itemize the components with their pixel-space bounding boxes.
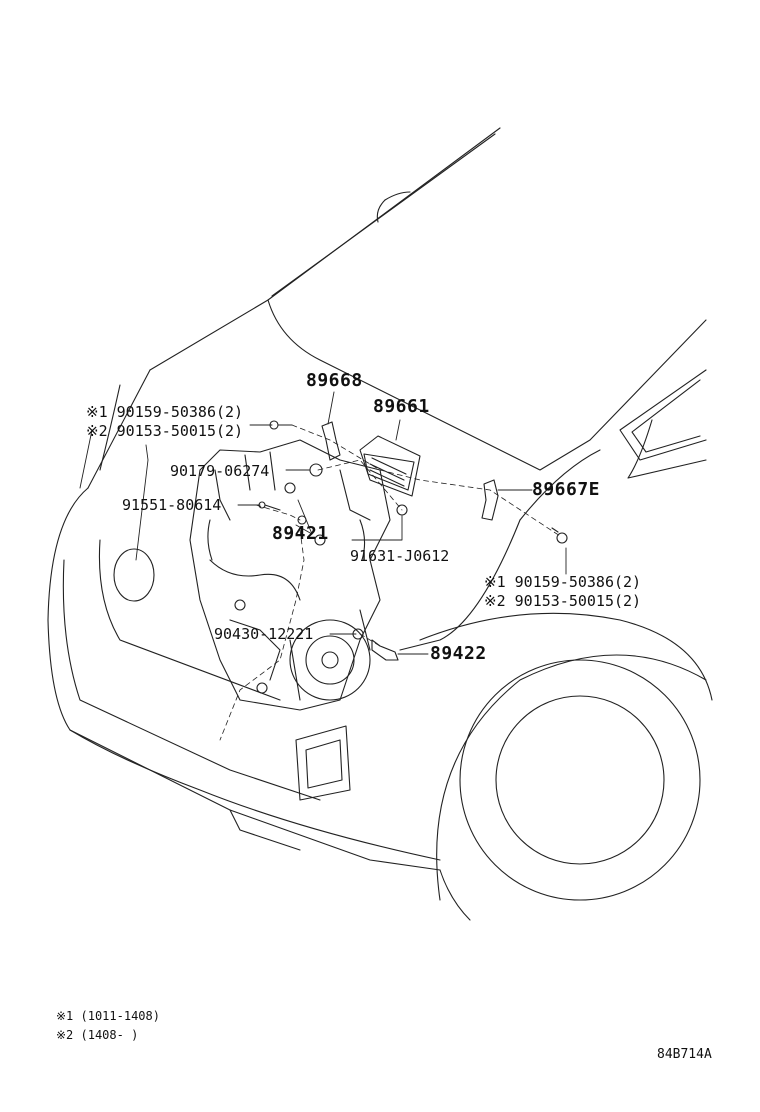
hood-outline bbox=[87, 127, 707, 489]
bracket-89668 bbox=[321, 421, 341, 461]
front-bumper bbox=[47, 487, 471, 921]
label-top-left-variant-2: ※2 90153-50015(2) bbox=[86, 422, 244, 440]
label-right-variant-2: ※2 90153-50015(2) bbox=[484, 592, 642, 610]
fender-wheel bbox=[399, 449, 713, 901]
label-top-left-variant-1: ※1 90159-50386(2) bbox=[86, 403, 244, 421]
label-90430-12221: 90430-12221 bbox=[214, 625, 314, 643]
bracket-89667E bbox=[481, 479, 499, 521]
label-89668: 89668 bbox=[306, 370, 363, 391]
diagram-reference-code: 84B714A bbox=[657, 1047, 712, 1062]
label-90179-06274: 90179-06274 bbox=[170, 462, 270, 480]
label-91631-J0612: 91631-J0612 bbox=[350, 547, 450, 565]
leader-lines bbox=[79, 391, 567, 655]
label-89422: 89422 bbox=[430, 643, 487, 664]
ecu-module bbox=[359, 435, 421, 497]
headlight bbox=[113, 548, 155, 602]
footnote-variant-2: ※2 (1408- ) bbox=[56, 1028, 139, 1042]
phantom-lines bbox=[219, 424, 561, 741]
label-89667E: 89667E bbox=[532, 479, 601, 500]
label-91551-80614: 91551-80614 bbox=[122, 496, 222, 514]
footnote-variant-1: ※1 (1011-1408) bbox=[56, 1009, 160, 1023]
label-89661: 89661 bbox=[373, 396, 430, 417]
engine-assembly bbox=[189, 439, 391, 711]
windshield-pillar bbox=[619, 369, 707, 479]
label-89421: 89421 bbox=[272, 523, 329, 544]
label-right-variant-1: ※1 90159-50386(2) bbox=[484, 573, 642, 591]
